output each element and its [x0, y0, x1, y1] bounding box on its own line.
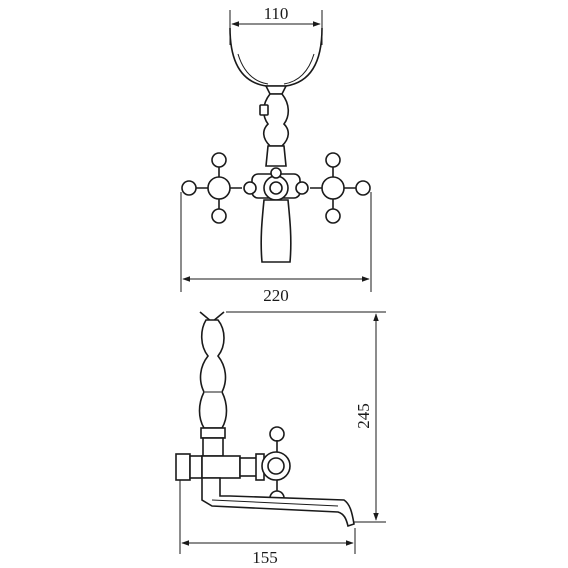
dimension-label-245: 245 — [354, 403, 373, 429]
shower-head — [229, 27, 323, 95]
front-view: 110 — [180, 4, 372, 305]
dimension-overall-width: 220 — [180, 192, 372, 305]
mixer-body — [251, 167, 301, 263]
side-shower-shaft — [198, 311, 228, 457]
side-spout — [201, 477, 355, 528]
dimension-label-110: 110 — [264, 4, 289, 23]
dimension-label-155: 155 — [252, 548, 278, 567]
side-mixer-body — [175, 453, 265, 481]
dimension-height: 245 — [226, 311, 386, 523]
side-view: 245 155 — [175, 311, 386, 567]
shower-shaft — [259, 93, 290, 167]
dimension-depth: 155 — [179, 480, 356, 567]
left-cross-handle — [181, 152, 257, 224]
side-cross-handle — [261, 426, 291, 506]
dimension-label-220: 220 — [263, 286, 289, 305]
right-cross-handle — [295, 152, 371, 224]
